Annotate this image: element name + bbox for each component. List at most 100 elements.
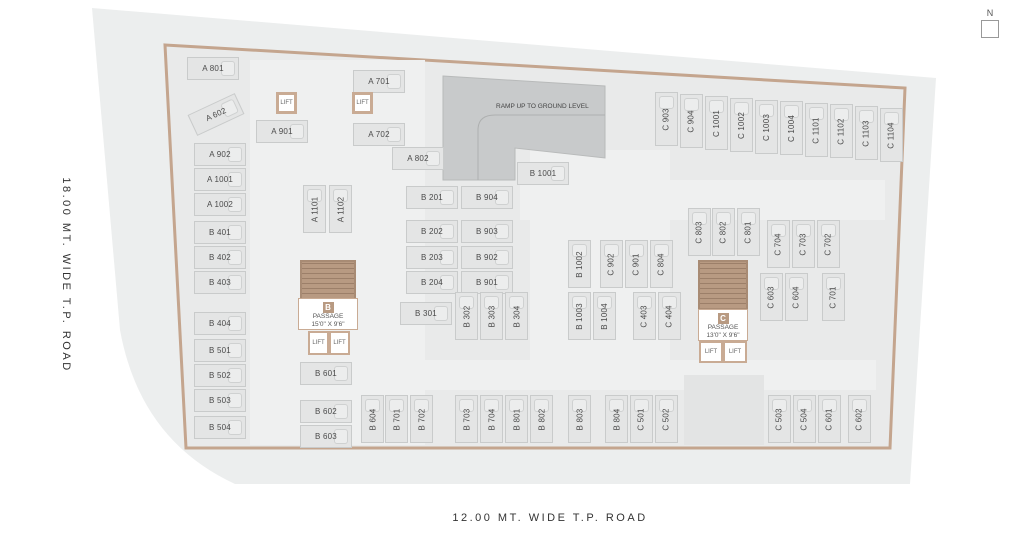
slot-label: C 502 (662, 407, 672, 431)
slot-label: C 1104 (887, 121, 896, 149)
parking-slot: C 801 (737, 208, 760, 256)
slot-label: B 402 (209, 253, 231, 262)
slot-label: C 501 (637, 407, 647, 431)
slot-label: B 1003 (575, 302, 584, 330)
parking-slot: C 1101 (805, 103, 828, 157)
car-icon (692, 212, 707, 225)
parking-slot: B 1003 (568, 292, 591, 340)
slot-label: B 601 (315, 369, 337, 378)
parking-slot: C 1102 (830, 104, 853, 158)
slot-label: B 701 (392, 408, 401, 430)
car-icon (852, 399, 867, 412)
slot-label: B 502 (209, 371, 231, 380)
slot-label: B 504 (209, 423, 231, 432)
car-icon (884, 112, 899, 125)
slot-label: B 804 (612, 408, 621, 430)
car-icon (654, 244, 669, 257)
parking-slot: B 1001 (517, 162, 569, 185)
parking-slot: B 501 (194, 339, 246, 362)
parking-slot: B 903 (461, 220, 513, 243)
slot-label: C 404 (665, 304, 675, 328)
parking-slot: B 602 (300, 400, 352, 423)
slot-label: C 904 (687, 109, 697, 133)
car-icon (495, 224, 509, 239)
lift-label: LIFT (312, 340, 325, 346)
lift-c1: LIFT (699, 341, 723, 363)
slot-label: A 801 (202, 64, 224, 73)
car-icon (572, 244, 587, 257)
car-icon (771, 224, 786, 237)
slot-label: B 404 (209, 319, 231, 328)
parking-slot: A 901 (256, 120, 308, 143)
passage-title: PASSAGE (312, 313, 344, 320)
car-icon (797, 399, 812, 412)
car-icon (659, 399, 674, 412)
car-icon (334, 366, 348, 381)
parking-slot: B 403 (194, 271, 246, 294)
slot-label: B 802 (537, 408, 546, 430)
car-icon (495, 190, 509, 205)
parking-slot: B 404 (194, 312, 246, 335)
parking-slot: C 1002 (730, 98, 753, 152)
car-icon (764, 277, 779, 290)
car-icon (307, 189, 322, 202)
car-icon (228, 147, 242, 162)
car-icon (440, 275, 454, 290)
slot-label: C 503 (775, 407, 785, 431)
parking-slot: C 903 (655, 92, 678, 146)
slot-label: B 703 (462, 408, 471, 430)
parking-slot: B 204 (406, 271, 458, 294)
car-icon (228, 197, 242, 212)
car-icon (228, 172, 242, 187)
car-icon (796, 224, 811, 237)
slot-label: A 702 (368, 130, 390, 139)
slot-label: A 901 (271, 127, 293, 136)
passage-title: PASSAGE (707, 324, 739, 331)
car-icon (228, 275, 242, 290)
ramp-curve (477, 114, 605, 180)
core-badge-b: B (322, 302, 334, 313)
slot-label: B 501 (209, 346, 231, 355)
north-indicator: N (980, 8, 1000, 38)
car-icon (459, 399, 474, 412)
parking-slot: C 802 (712, 208, 735, 256)
car-icon (637, 296, 652, 309)
car-icon (634, 399, 649, 412)
parking-slot: B 201 (406, 186, 458, 209)
car-icon (228, 420, 242, 435)
slot-label: A 1002 (206, 200, 234, 209)
slot-label: B 401 (209, 228, 231, 237)
car-icon (709, 100, 724, 113)
slot-label: C 601 (825, 407, 835, 431)
slot-label: B 301 (415, 309, 437, 318)
staircase-c (698, 260, 748, 310)
parking-slot: B 704 (480, 395, 503, 443)
slot-label: C 803 (695, 220, 705, 244)
slot-label: C 1103 (862, 119, 871, 147)
parking-slot: B 503 (194, 389, 246, 412)
slot-label: B 803 (575, 408, 584, 430)
core-badge-c: C (717, 313, 729, 324)
ramp (442, 75, 606, 181)
parking-slot: C 702 (817, 220, 840, 268)
car-icon (572, 296, 587, 309)
car-icon (440, 224, 454, 239)
lift-b1: LIFT (308, 331, 329, 355)
parking-slot: B 802 (530, 395, 553, 443)
slot-label: C 804 (657, 252, 667, 276)
slot-label: A 802 (407, 154, 429, 163)
parking-slot: C 1001 (705, 96, 728, 150)
slot-label: B 1002 (575, 250, 584, 278)
parking-slot: C 1104 (880, 108, 903, 162)
slot-label: B 303 (487, 305, 496, 327)
parking-slot: C 703 (792, 220, 815, 268)
car-icon (387, 74, 401, 89)
parking-slot: C 604 (785, 273, 808, 321)
lift-label: LIFT (280, 100, 293, 106)
parking-slot: A 1101 (303, 185, 326, 233)
road-label-west: 18.00 MT. WIDE T.P. ROAD (60, 177, 72, 373)
slot-label: B 202 (421, 227, 443, 236)
car-icon (228, 316, 242, 331)
parking-slot: C 501 (630, 395, 653, 443)
parking-slot: B 301 (400, 302, 452, 325)
